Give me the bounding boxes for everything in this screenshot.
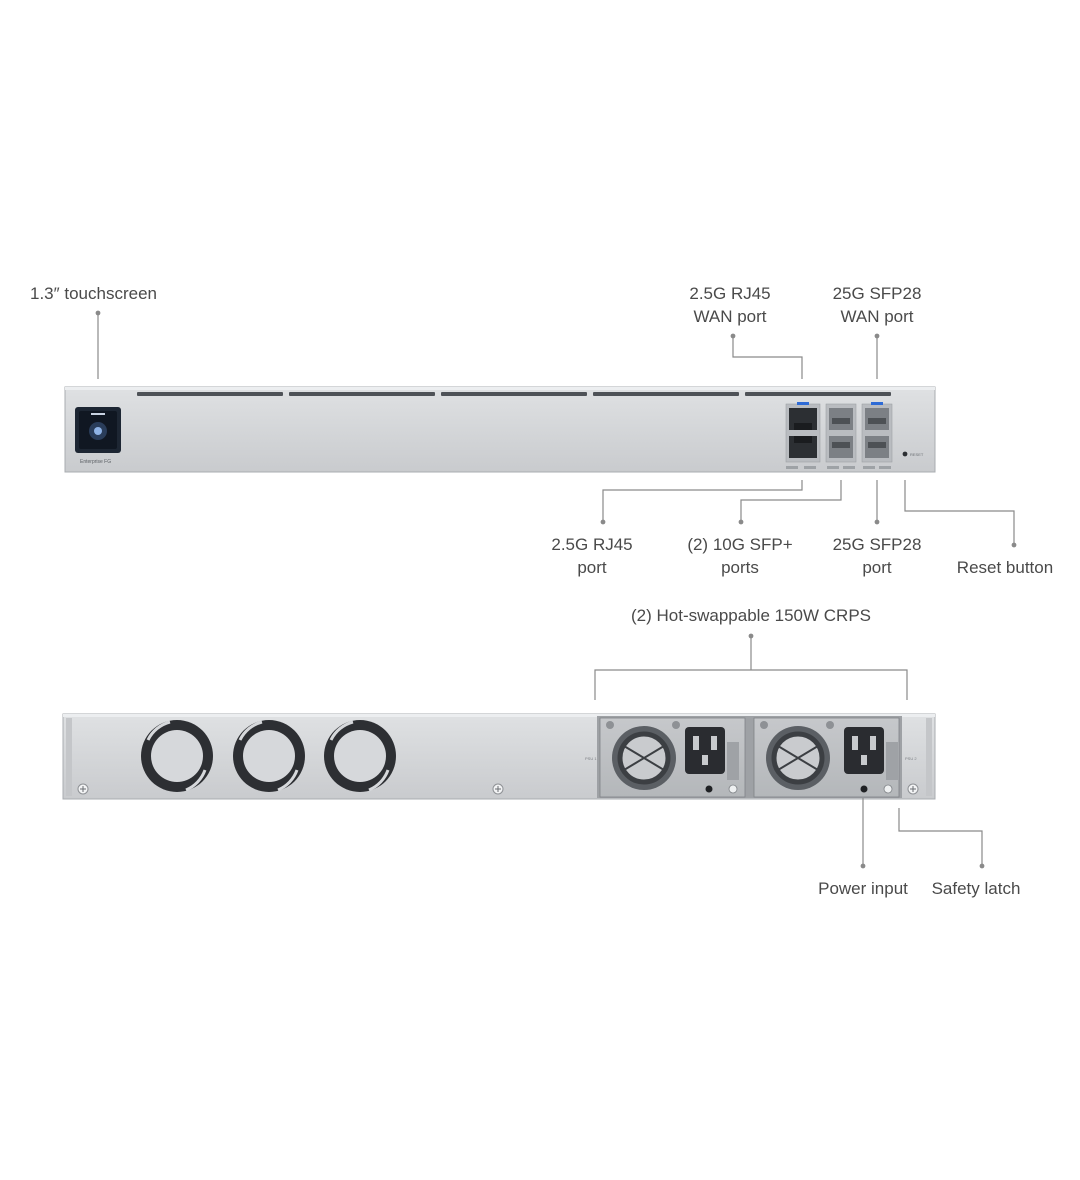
front-vent-slots — [137, 392, 891, 396]
leader-reset — [904, 480, 1015, 545]
callout-wan-sfp28-line-2: WAN port — [840, 307, 914, 326]
callout-rj45-port-line-1: 2.5G RJ45 — [551, 535, 633, 554]
callout-wan-rj45: 2.5G RJ45 WAN port — [689, 282, 770, 328]
callout-reset-line-1: Reset button — [956, 558, 1054, 577]
psu-module-2[interactable] — [753, 717, 900, 798]
callout-wan-rj45-line-1: 2.5G RJ45 — [689, 284, 771, 303]
sfp-plus-port-2[interactable] — [829, 436, 853, 458]
callout-wan-sfp28: 25G SFP28 WAN port — [833, 282, 922, 328]
leader-crps-bracket — [594, 669, 908, 700]
fan-2-icon — [233, 720, 305, 792]
sfp28-wan-port[interactable] — [865, 408, 889, 430]
front-leader-dots — [95, 310, 1017, 548]
leader-wan-rj45 — [732, 336, 803, 379]
callout-sfp-plus-line-2: ports — [721, 558, 759, 577]
reset-button[interactable] — [902, 451, 908, 457]
leader-safety-latch — [898, 808, 983, 866]
screw-middle-icon — [492, 783, 504, 795]
callout-sfp28-port-line-1: 25G SFP28 — [832, 535, 922, 554]
callout-sfp-plus-line-1: (2) 10G SFP+ — [687, 535, 793, 554]
callout-rj45-port: 2.5G RJ45 port — [551, 533, 632, 579]
psu-1-power-inlet-icon — [685, 727, 725, 774]
psu-2-power-inlet-icon — [844, 727, 884, 774]
leader-rj45-port — [602, 480, 803, 522]
reset-text: RESET — [910, 452, 924, 457]
callout-reset: Reset button — [957, 556, 1053, 579]
callout-power-input: Power input — [818, 877, 908, 900]
touchscreen[interactable] — [75, 407, 121, 453]
screw-right-icon — [907, 783, 919, 795]
psu-1-fan-icon — [606, 721, 680, 790]
callout-safety-latch: Safety latch — [932, 877, 1021, 900]
callout-safety-latch-line-1: Safety latch — [931, 879, 1021, 898]
callout-crps: (2) Hot-swappable 150W CRPS — [631, 604, 871, 627]
leader-sfp-plus — [740, 480, 842, 522]
rj45-port-block — [785, 402, 821, 469]
sfp-plus-port-1[interactable] — [829, 408, 853, 430]
psu-2-fan-icon — [760, 721, 834, 790]
psu-module-1[interactable] — [599, 717, 746, 798]
rear-panel: PSU 1 PSU 2 — [62, 713, 936, 800]
callout-sfp28-port: 25G SFP28 port — [833, 533, 922, 579]
safety-latch[interactable] — [883, 784, 893, 794]
sfp-plus-port-block — [825, 403, 857, 469]
callout-wan-sfp28-line-1: 25G SFP28 — [832, 284, 922, 303]
rj45-wan-port[interactable] — [789, 408, 817, 430]
callout-sfp-plus: (2) 10G SFP+ ports — [687, 533, 792, 579]
callout-wan-rj45-line-2: WAN port — [693, 307, 767, 326]
brand-text: Enterprise FG — [80, 459, 111, 465]
rj45-lan-port[interactable] — [789, 436, 817, 458]
callout-crps-line-1: (2) Hot-swappable 150W CRPS — [631, 606, 871, 625]
sfp28-port-block — [861, 402, 893, 469]
callout-touchscreen-line-1: 1.3″ touchscreen — [30, 284, 157, 303]
sfp28-lan-port[interactable] — [865, 436, 889, 458]
screw-left-icon — [77, 783, 89, 795]
rear-leader-dots — [748, 633, 985, 869]
callout-touchscreen: 1.3″ touchscreen — [30, 282, 157, 305]
psu2-tag: PSU 2 — [905, 756, 917, 761]
rear-leader-lines — [594, 636, 983, 866]
callout-power-input-line-1: Power input — [818, 879, 908, 898]
callout-sfp28-port-line-2: port — [862, 558, 892, 577]
front-leader-lines — [97, 313, 1015, 545]
psu1-tag: PSU 1 — [585, 756, 597, 761]
callout-rj45-port-line-2: port — [577, 558, 607, 577]
fan-3-icon — [324, 720, 396, 792]
front-panel: Enterprise FG — [64, 386, 936, 473]
fan-1-icon — [141, 720, 213, 792]
